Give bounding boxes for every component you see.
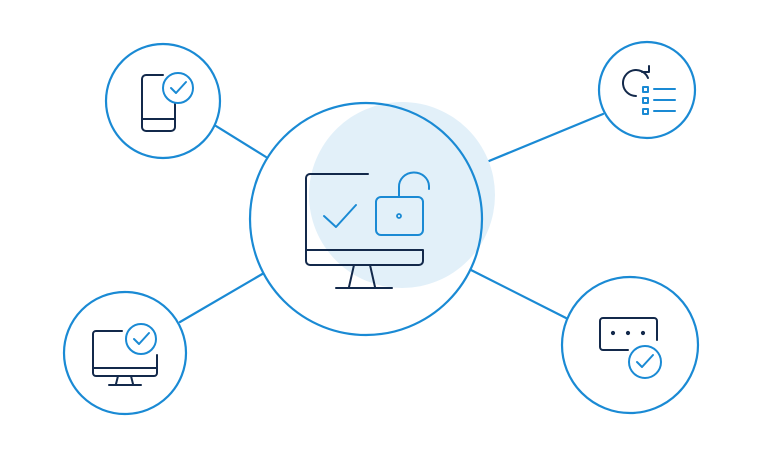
password-check-icon (599, 317, 662, 379)
desktop-check-icon (92, 323, 158, 386)
monitor-unlocked-check-icon (305, 171, 430, 289)
connector-top-left (214, 124, 268, 159)
refresh-checklist-icon (622, 65, 676, 115)
mobile-check-icon (141, 72, 194, 132)
center-node (248, 101, 495, 337)
connectors (178, 112, 605, 324)
center-node-ring (248, 101, 484, 337)
top-right-node (597, 40, 697, 140)
connector-bottom-left (178, 271, 266, 324)
highlight-circle (309, 102, 495, 288)
top-left-node (104, 42, 222, 160)
connector-bottom-right (469, 268, 568, 320)
bottom-right-node (560, 275, 700, 415)
connector-top-right (470, 112, 605, 170)
bottom-left-node (62, 290, 188, 416)
